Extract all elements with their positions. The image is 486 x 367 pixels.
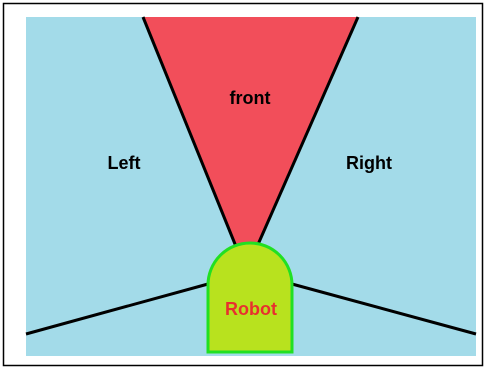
robot-body (206, 241, 294, 354)
front-left-boundary-line (141, 16, 239, 250)
left-zone-label: Left (108, 153, 141, 173)
right-lower-boundary-line (291, 282, 477, 336)
right-zone-label: Right (346, 153, 392, 173)
robot-label: Robot (225, 299, 277, 319)
front-right-boundary-line (254, 16, 360, 250)
front-zone-label: front (230, 88, 271, 108)
front-zone-wedge (143, 17, 358, 250)
left-lower-boundary-line (25, 282, 209, 336)
